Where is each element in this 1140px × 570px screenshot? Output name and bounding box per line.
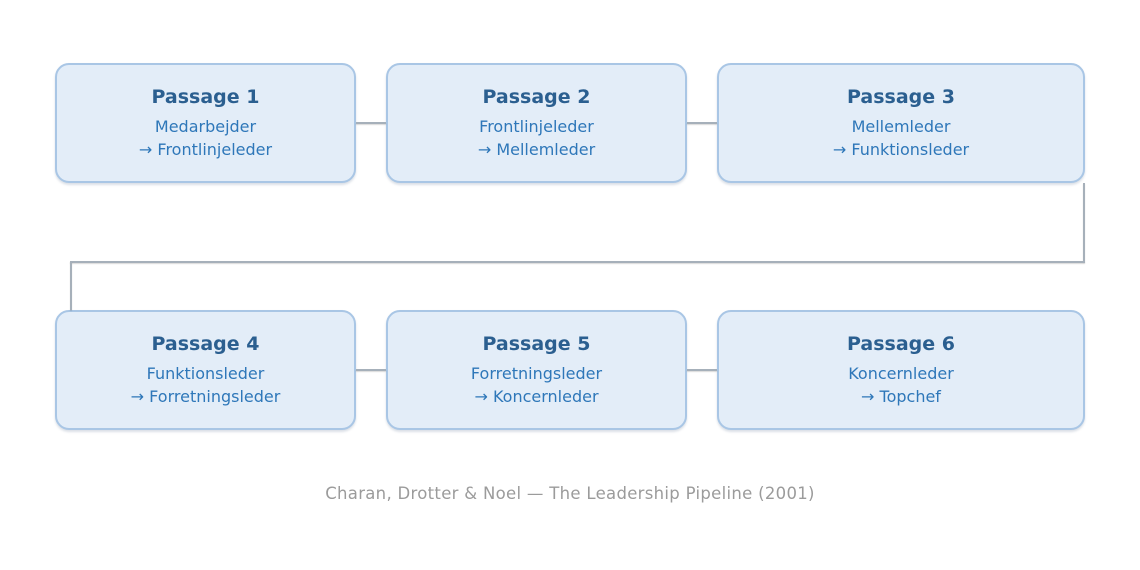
passage-1-box: Passage 1 Medarbejder → Frontlinjeleder [55,63,356,183]
passage-1-title: Passage 1 [151,86,260,108]
caption: Charan, Drotter & Noel — The Leadership … [325,484,815,503]
passage-2-title: Passage 2 [482,86,591,108]
connector-passage3-wrap-vertical-right [1083,183,1085,262]
passage-3-to-role: → Funktionsleder [832,140,970,159]
connector-passage2-passage3 [687,122,717,124]
passage-5-from-role: Forretningsleder [470,364,603,383]
passage-5-title: Passage 5 [482,333,591,355]
connector-passage3-passage4-horizontal [70,261,1085,263]
passage-6-from-role: Koncernleder [848,364,954,383]
connector-passage4-passage5 [356,369,386,371]
connector-passage1-passage2 [356,122,386,124]
passage-3-title: Passage 3 [847,86,955,108]
passage-6-to-role: → Topchef [861,387,941,406]
connector-passage4-wrap-vertical-left [70,261,72,310]
passage-3-box: Passage 3 Mellemleder → Funktionsleder [717,63,1085,183]
passage-5-to-role: → Koncernleder [474,387,599,406]
passage-6-box: Passage 6 Koncernleder → Topchef [717,310,1085,430]
passage-3-from-role: Mellemleder [851,117,951,136]
passage-1-from-role: Medarbejder [154,117,257,136]
passage-4-title: Passage 4 [151,333,260,355]
passage-4-to-role: → Forretningsleder [130,387,281,406]
passage-4-box: Passage 4 Funktionsleder → Forretningsle… [55,310,356,430]
connector-passage5-passage6 [687,369,717,371]
passage-4-from-role: Funktionsleder [146,364,265,383]
passage-6-title: Passage 6 [847,333,955,355]
passage-1-to-role: → Frontlinjeleder [138,140,273,159]
passage-2-to-role: → Mellemleder [477,140,596,159]
passage-5-box: Passage 5 Forretningsleder → Koncernlede… [386,310,687,430]
passage-2-box: Passage 2 Frontlinjeleder → Mellemleder [386,63,687,183]
passage-2-from-role: Frontlinjeleder [479,117,594,136]
